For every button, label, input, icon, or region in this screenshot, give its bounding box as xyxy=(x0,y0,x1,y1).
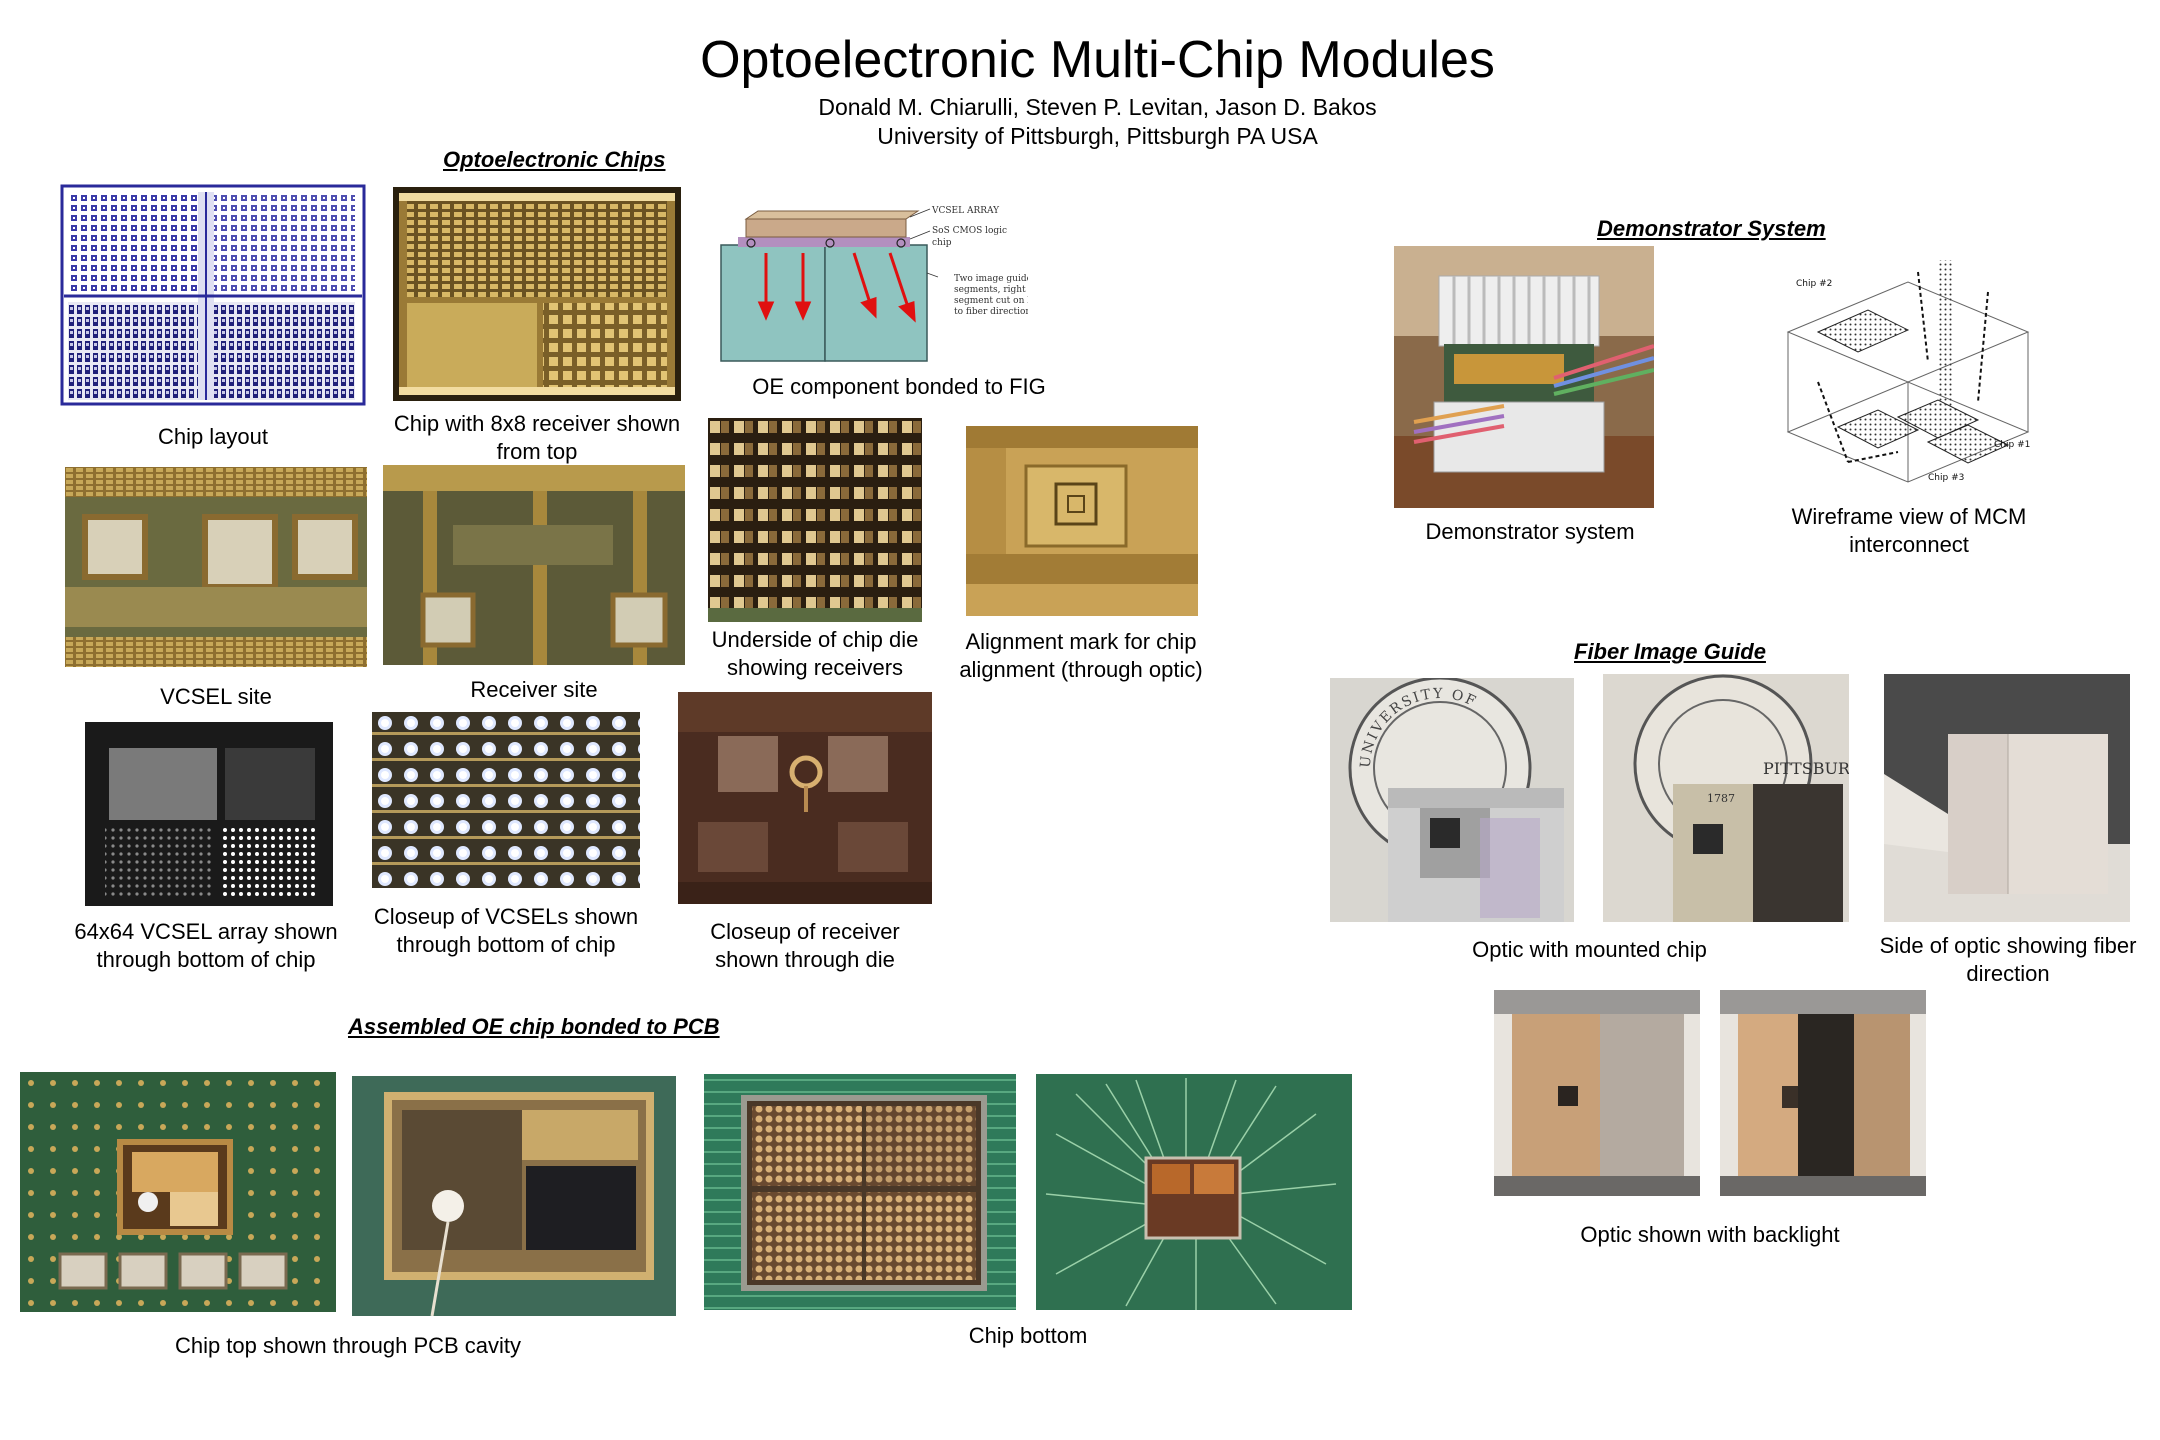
alignment-mark-image xyxy=(966,426,1198,616)
section-assembled: Assembled OE chip bonded to PCB xyxy=(348,1014,720,1039)
caption-chip-top-pcb: Chip top shown through PCB cavity xyxy=(174,1333,522,1358)
diagram-sos-label-1: SoS CMOS logic xyxy=(932,226,1007,236)
side-optic-photo xyxy=(1884,674,2130,922)
seal-year: 1787 xyxy=(1707,792,1735,805)
wireframe-chip1-label: Chip #1 xyxy=(1994,440,2030,450)
caption-chip-layout: Chip layout xyxy=(157,424,269,449)
diagram-fig-label-4: to fiber direction xyxy=(954,307,1028,317)
caption-vcsel-array: 64x64 VCSEL array shown through bottom o… xyxy=(74,919,338,972)
oe-fig-diagram: VCSEL ARRAY SoS CMOS logic chip Two imag… xyxy=(718,203,1028,363)
section-oe-chips: Optoelectronic Chips xyxy=(443,147,666,172)
section-fiber-guide: Fiber Image Guide xyxy=(1574,639,1766,664)
poster-title: Optoelectronic Multi-Chip Modules xyxy=(700,31,1495,89)
chip-8x8-receiver-image xyxy=(393,187,681,401)
diagram-vcsel-label: VCSEL ARRAY xyxy=(931,206,1000,216)
diagram-fig-label-3: segment cut on bias xyxy=(954,296,1028,306)
chip-bottom-photo-1 xyxy=(704,1074,1016,1310)
backlight-photo-1 xyxy=(1494,990,1700,1196)
affiliation: University of Pittsburgh, Pittsburgh PA … xyxy=(877,123,1318,149)
caption-closeup-receiver: Closeup of receiver shown through die xyxy=(710,919,900,972)
mcm-wireframe-image: Chip #2 Chip #1 Chip #3 xyxy=(1778,252,2038,492)
wireframe-chip2-label: Chip #2 xyxy=(1796,279,1832,289)
chip-top-pcb-photo-1 xyxy=(20,1072,336,1312)
caption-optic-mounted: Optic with mounted chip xyxy=(1472,937,1707,962)
diagram-sos-label-2: chip xyxy=(932,238,952,248)
caption-wireframe: Wireframe view of MCM interconnect xyxy=(1791,504,2027,557)
optic-mounted-photo-1: UNIVERSITY OF xyxy=(1330,678,1574,922)
optic-mounted-photo-2: PITTSBURGH 1787 xyxy=(1603,674,1849,922)
caption-alignment: Alignment mark for chip alignment (throu… xyxy=(959,629,1203,682)
receiver-site-image xyxy=(383,465,685,665)
vcsel-site-image xyxy=(65,467,367,667)
chip-bottom-photo-2 xyxy=(1036,1074,1352,1310)
chip-top-pcb-photo-2 xyxy=(352,1076,676,1316)
underside-die-image xyxy=(708,418,922,622)
seal-pittsburgh: PITTSBURGH xyxy=(1763,759,1849,778)
caption-underside: Underside of chip die showing receivers xyxy=(711,627,919,680)
caption-oe-component: OE component bonded to FIG xyxy=(752,374,1046,399)
demonstrator-photo xyxy=(1394,246,1654,508)
chip-layout-image xyxy=(60,184,366,406)
backlight-photo-2 xyxy=(1720,990,1926,1196)
wireframe-chip3-label: Chip #3 xyxy=(1928,473,1964,483)
caption-closeup-vcsels: Closeup of VCSELs shown through bottom o… xyxy=(373,904,639,957)
caption-receiver-site: Receiver site xyxy=(470,677,598,702)
diagram-fig-label-2: segments, right xyxy=(954,285,1026,295)
caption-backlight: Optic shown with backlight xyxy=(1580,1222,1840,1247)
vcsel-array-image xyxy=(85,722,333,906)
caption-chip-bottom: Chip bottom xyxy=(968,1323,1088,1348)
caption-vcsel-site: VCSEL site xyxy=(160,684,272,709)
caption-demonstrator: Demonstrator system xyxy=(1425,519,1635,544)
closeup-receiver-image xyxy=(678,692,932,904)
authors: Donald M. Chiarulli, Steven P. Levitan, … xyxy=(818,94,1377,120)
closeup-vcsels-image xyxy=(372,712,640,888)
section-demonstrator: Demonstrator System xyxy=(1597,216,1826,241)
caption-side-optic: Side of optic showing fiber direction xyxy=(1879,933,2137,986)
caption-chip-8x8: Chip with 8x8 receiver shown from top xyxy=(393,411,681,464)
diagram-fig-label-1: Two image guide xyxy=(954,274,1028,284)
